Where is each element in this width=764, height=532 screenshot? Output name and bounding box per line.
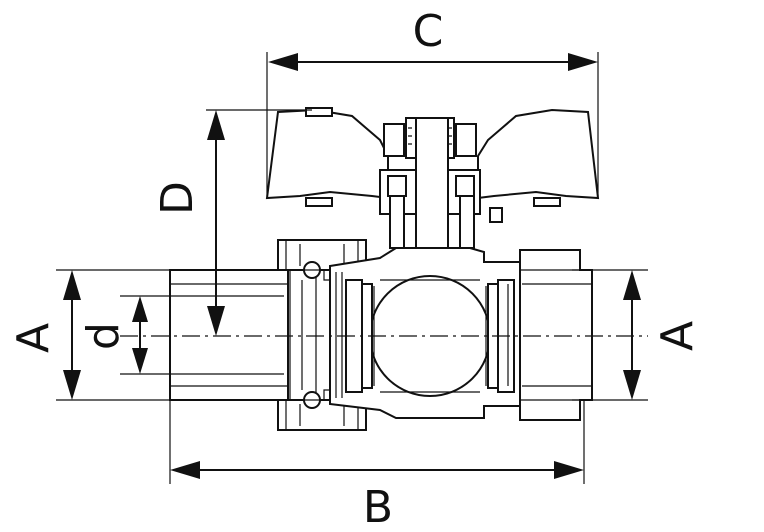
female-thread-end — [507, 249, 593, 421]
label-d-upper: D — [152, 181, 203, 215]
dimension-d — [207, 110, 225, 336]
dimension-a-left — [63, 270, 81, 400]
label-b: B — [363, 482, 393, 532]
valve-body — [329, 247, 521, 419]
label-a-right: A — [652, 321, 703, 351]
label-small-d: d — [78, 322, 129, 350]
male-thread-end — [169, 269, 331, 401]
dimension-b — [170, 461, 584, 479]
dimension-a-right — [623, 270, 641, 400]
extension-lines — [56, 52, 648, 484]
butterfly-handle — [265, 107, 600, 223]
dimension-small-d — [132, 296, 148, 374]
dimension-c — [268, 53, 598, 71]
label-a-left: A — [8, 323, 59, 353]
label-c: C — [413, 6, 444, 57]
